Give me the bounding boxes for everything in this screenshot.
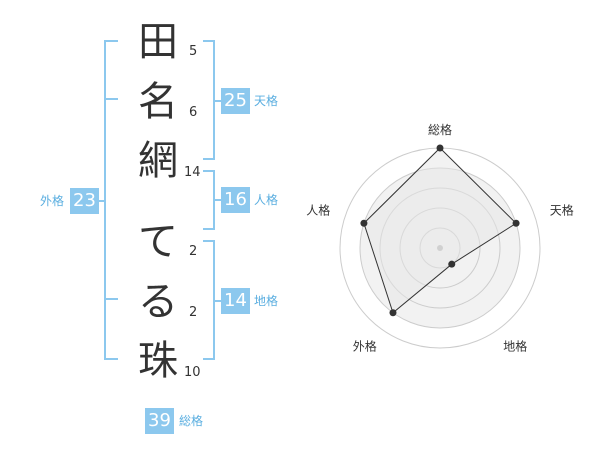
radar-axis-label-1: 総格	[428, 122, 452, 137]
radar-point-1	[436, 144, 444, 152]
radar-axis-label-5: 人格	[306, 202, 330, 217]
stroke-count-4: 2	[189, 244, 198, 259]
stroke-count-5: 2	[189, 305, 198, 320]
name-char-3: 網	[138, 138, 178, 184]
stroke-count-1: 5	[189, 44, 198, 59]
radar-axis-label-2: 天格	[550, 202, 574, 217]
tenkaku-connector	[213, 100, 221, 102]
radar-point-2	[512, 219, 520, 227]
radar-point-3	[448, 260, 456, 268]
radar-series-polygon	[363, 147, 517, 314]
gaikaku-label: 外格	[40, 194, 65, 208]
soukaku-label: 総格	[179, 414, 204, 428]
tenkaku-value: 25	[221, 88, 250, 114]
name-char-2: 名	[138, 79, 178, 125]
jinkaku-value: 16	[221, 187, 250, 213]
chikaku-value: 14	[221, 288, 250, 314]
chikaku-label: 地格	[254, 294, 279, 308]
gaikaku-connector	[98, 200, 106, 202]
stroke-count-2: 6	[189, 105, 198, 120]
soukaku-value: 39	[145, 408, 174, 434]
stroke-count-3: 14	[184, 165, 201, 180]
radar-point-4	[389, 309, 397, 317]
jinkaku-connector	[213, 199, 221, 201]
gaikaku-bracket-mid-tick	[104, 98, 118, 100]
gaikaku-bracket-mid-tick	[104, 298, 118, 300]
name-char-1: 田	[138, 19, 178, 65]
stroke-count-6: 10	[184, 365, 201, 380]
chikaku-connector	[213, 300, 221, 302]
jinkaku-label: 人格	[254, 193, 279, 207]
name-char-5: る	[138, 279, 178, 325]
radar-point-5	[360, 219, 368, 227]
name-char-4: て	[138, 219, 178, 265]
tenkaku-label: 天格	[254, 94, 279, 108]
name-char-6: 珠	[138, 338, 178, 384]
radar-axis-label-4: 外格	[353, 339, 377, 354]
radar-axis-label-3: 地格	[503, 339, 527, 354]
gaikaku-value: 23	[70, 188, 99, 214]
